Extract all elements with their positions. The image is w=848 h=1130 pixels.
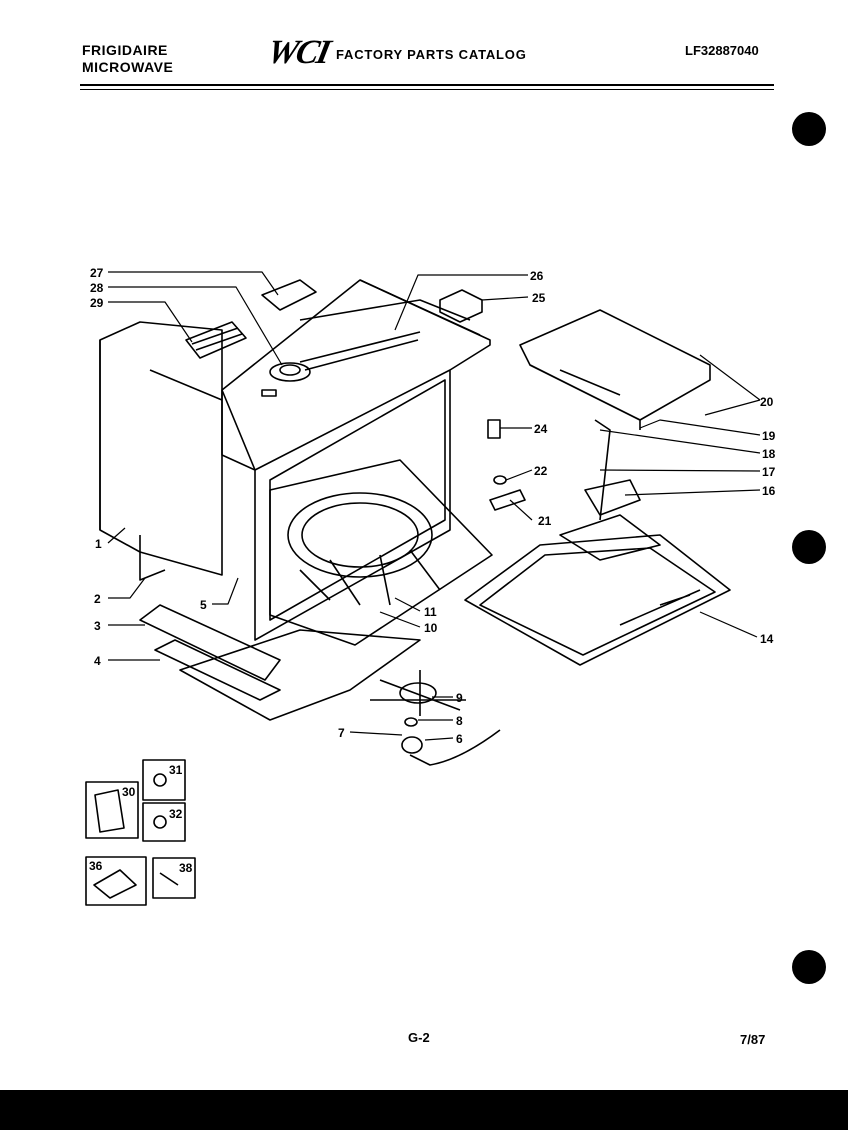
turntable [269, 459, 493, 646]
callout: 17 [762, 465, 776, 479]
callout: 21 [538, 514, 552, 528]
callout: 28 [90, 281, 104, 295]
catalog-date: 7/87 [740, 1032, 766, 1047]
callout: 6 [456, 732, 463, 746]
callout: 22 [534, 464, 548, 478]
part-25 [439, 289, 483, 323]
stirrer-assembly [559, 419, 661, 561]
header-rule-thin [80, 89, 774, 90]
callout: 19 [762, 429, 776, 443]
callout: 38 [179, 861, 193, 875]
callout-labels: 27 28 29 26 25 20 19 18 17 16 24 22 21 1… [89, 266, 776, 875]
callout: 32 [169, 807, 183, 821]
callout: 20 [760, 395, 774, 409]
model-number: LF32887040 [685, 43, 759, 58]
callout: 1 [95, 537, 102, 551]
brand-line-1: FRIGIDAIRE [82, 42, 168, 58]
binder-hole [792, 950, 826, 984]
exploded-parts-diagram: 27 28 29 26 25 20 19 18 17 16 24 22 21 1… [85, 266, 776, 906]
control-panel [519, 309, 711, 430]
vent-grilles [185, 279, 317, 359]
callout: 14 [760, 632, 774, 646]
header-rule [80, 84, 774, 86]
callout: 18 [762, 447, 776, 461]
callout: 29 [90, 296, 104, 310]
leader-lines [107, 271, 761, 741]
binder-hole [792, 530, 826, 564]
binder-hole [792, 112, 826, 146]
page-number: G-2 [408, 1030, 430, 1045]
catalog-page: FRIGIDAIRE MICROWAVE WCI FACTORY PARTS C… [0, 0, 848, 1090]
callout: 24 [534, 422, 548, 436]
callout: 11 [424, 605, 437, 619]
callout: 7 [338, 726, 345, 740]
callout: 25 [532, 291, 546, 305]
base-plates [139, 535, 421, 721]
switches [487, 419, 526, 511]
callout: 31 [169, 763, 183, 777]
callout: 9 [456, 691, 463, 705]
stirrer-motor [261, 331, 421, 397]
callout: 27 [90, 266, 104, 280]
callout: 3 [94, 619, 101, 633]
oven-cavity [221, 279, 491, 641]
callout: 8 [456, 714, 463, 728]
brand-line-2: MICROWAVE [82, 59, 174, 75]
bottom-plate [464, 534, 731, 666]
cabinet-wrapper [99, 321, 223, 576]
callout: 5 [200, 598, 207, 612]
callout: 36 [89, 859, 103, 873]
callout: 10 [424, 621, 438, 635]
drive-motor [370, 670, 501, 766]
callout: 4 [94, 654, 101, 668]
inset-parts [85, 759, 196, 906]
callout: 30 [122, 785, 136, 799]
callout: 16 [762, 484, 776, 498]
catalog-title: FACTORY PARTS CATALOG [336, 47, 527, 62]
callout: 2 [94, 592, 101, 606]
callout: 26 [530, 269, 544, 283]
